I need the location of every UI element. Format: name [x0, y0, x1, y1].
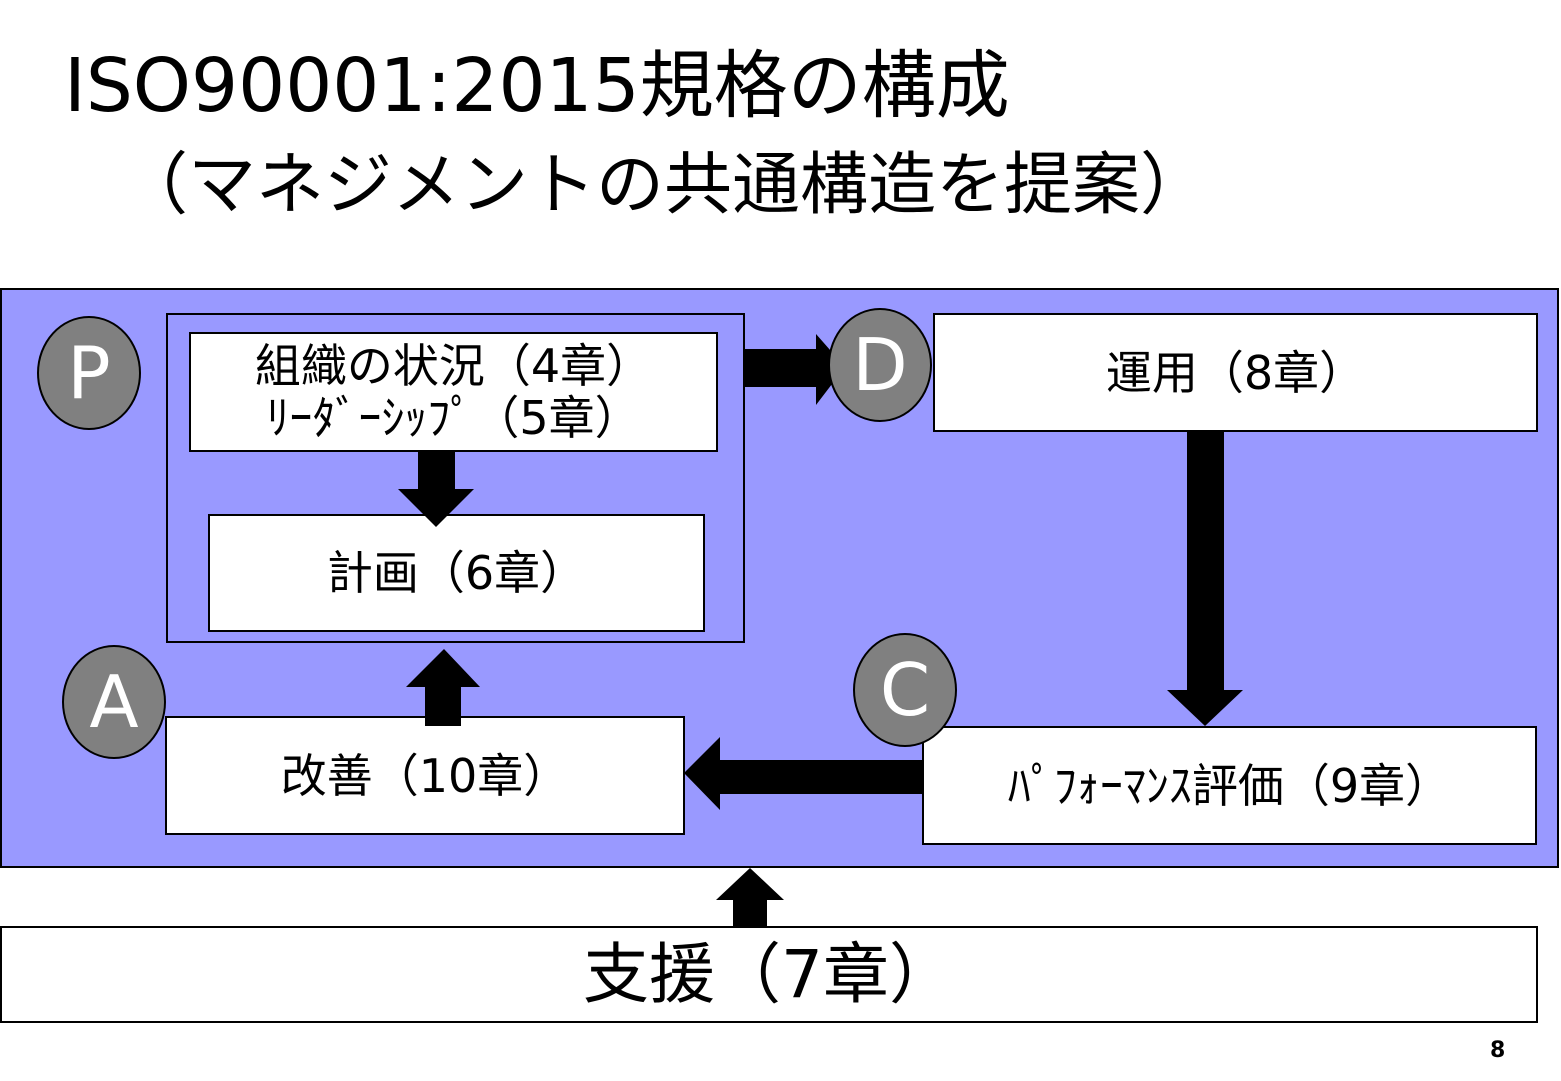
arrow-context-to-planning [398, 452, 474, 527]
planning-label: 計画（6章） [326, 546, 587, 600]
context-leadership-box: 組織の状況（4章） ﾘｰﾀﾞｰｼｯﾌﾟ（5章） [189, 332, 718, 452]
operation-box: 運用（8章） [933, 313, 1538, 432]
slide-title-line1: ISO90001:2015規格の構成 [64, 43, 1010, 129]
leadership-label: ﾘｰﾀﾞｰｼｯﾌﾟ（5章） [266, 391, 641, 445]
performance-evaluation-box: ﾊﾟﾌｫｰﾏﾝｽ評価（9章） [922, 726, 1537, 845]
arrow-evaluation-to-improvement [684, 737, 922, 810]
phase-p-circle: P [37, 316, 141, 430]
page-number: 8 [1490, 1038, 1506, 1063]
support-box: 支援（7章） [0, 926, 1538, 1023]
phase-d-circle: D [828, 308, 932, 422]
context-label: 組織の状況（4章） [254, 339, 653, 393]
phase-a-label: A [89, 660, 139, 744]
phase-c-circle: C [853, 633, 957, 747]
arrow-support-to-panel [716, 868, 784, 928]
arrow-improvement-to-plan [406, 649, 480, 726]
performance-evaluation-label: ﾊﾟﾌｫｰﾏﾝｽ評価（9章） [1007, 758, 1452, 813]
planning-box: 計画（6章） [208, 514, 705, 632]
improvement-box: 改善（10章） [165, 716, 685, 835]
phase-p-label: P [67, 331, 111, 415]
arrow-operation-to-evaluation [1167, 432, 1243, 726]
plan-group [166, 313, 745, 643]
phase-d-label: D [852, 323, 908, 407]
support-label: 支援（7章） [583, 935, 955, 1013]
improvement-label: 改善（10章） [280, 748, 570, 803]
arrow-plan-to-do [745, 334, 845, 405]
slide-title-line2: （マネジメントの共通構造を提案） [120, 146, 1209, 225]
phase-a-circle: A [62, 645, 166, 759]
operation-label: 運用（8章） [1105, 345, 1366, 400]
phase-c-label: C [879, 648, 931, 732]
